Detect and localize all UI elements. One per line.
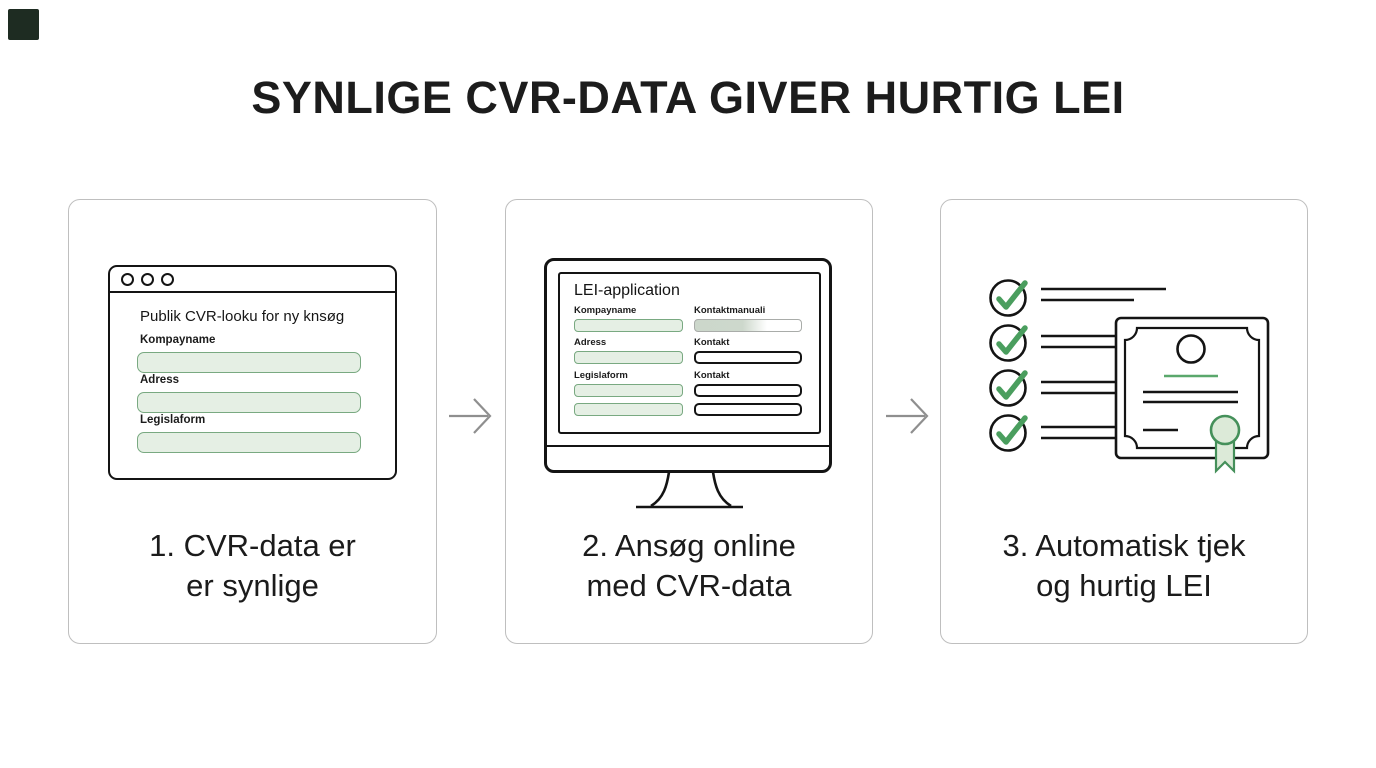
form-input-green	[574, 351, 683, 364]
window-dot-icon	[121, 272, 134, 286]
form-input-empty	[694, 403, 802, 416]
form-input-progress	[694, 319, 802, 332]
monitor-stand	[636, 471, 743, 509]
browser-titlebar	[110, 267, 395, 293]
field-label-legislaform: Legislaform	[140, 414, 206, 426]
field-label-kontakt: Kontakt	[694, 337, 730, 348]
corner-mark	[8, 9, 39, 40]
monitor-illustration: LEI-application Kompayname Adress Legisl…	[544, 258, 832, 473]
certificate-illustration	[1114, 316, 1270, 474]
checklist-certificate-illustration	[989, 279, 1270, 474]
field-label-adress: Adress	[140, 374, 179, 386]
caption-line: med CVR-data	[586, 568, 792, 603]
field-label-kontaktmanuali: Kontaktmanuali	[694, 305, 766, 316]
field-label-legislaform: Legislaform	[574, 370, 628, 381]
step-card-1: Publik CVR-looku for ny knsøg Kompayname…	[68, 199, 437, 644]
arrow-right-icon	[886, 398, 929, 434]
field-label-kompayname: Kompayname	[574, 305, 637, 316]
window-dot-icon	[161, 272, 174, 286]
seal-icon	[1209, 414, 1241, 474]
form-input-kompayname	[137, 352, 361, 373]
caption-line: 3. Automatisk tjek	[1002, 528, 1246, 563]
certificate-circle	[1176, 334, 1206, 364]
field-label-kompayname: Kompayname	[140, 334, 216, 346]
checkmark-icons	[996, 280, 1028, 445]
caption-line: 2. Ansøg online	[582, 528, 796, 563]
form-input-empty	[694, 384, 802, 397]
window-dot-icon	[141, 272, 154, 286]
caption-line: og hurtig LEI	[1036, 568, 1212, 603]
step-caption-1: 1. CVR-data er er synlige	[69, 526, 436, 606]
certificate-inner-border	[1123, 326, 1261, 450]
browser-window-illustration: Publik CVR-looku for ny knsøg Kompayname…	[108, 265, 397, 480]
browser-heading: Publik CVR-looku for ny knsøg	[140, 308, 345, 325]
checklist-lines	[1041, 287, 1166, 440]
form-input-green	[574, 403, 683, 416]
caption-line: er synlige	[186, 568, 319, 603]
page-title: SYNLIGE CVR-DATA GIVER HURTIG LEI	[251, 72, 1125, 123]
step-card-2: LEI-application Kompayname Adress Legisl…	[505, 199, 873, 644]
monitor-screen: LEI-application Kompayname Adress Legisl…	[558, 272, 821, 434]
monitor-chin-line	[547, 445, 829, 447]
form-input-green	[574, 319, 683, 332]
field-label-kontakt: Kontakt	[694, 370, 730, 381]
application-heading: LEI-application	[574, 282, 680, 299]
arrow-right-icon	[449, 398, 492, 434]
form-input-empty	[694, 351, 802, 364]
form-input-legislaform	[137, 432, 361, 453]
form-input-adress	[137, 392, 361, 413]
step-caption-3: 3. Automatisk tjek og hurtig LEI	[941, 526, 1307, 606]
step-card-3: 3. Automatisk tjek og hurtig LEI	[940, 199, 1308, 644]
form-input-green	[574, 384, 683, 397]
step-caption-2: 2. Ansøg online med CVR-data	[506, 526, 872, 606]
field-label-adress: Adress	[574, 337, 607, 348]
caption-line: 1. CVR-data er	[149, 528, 356, 563]
check-circles	[989, 279, 1027, 452]
